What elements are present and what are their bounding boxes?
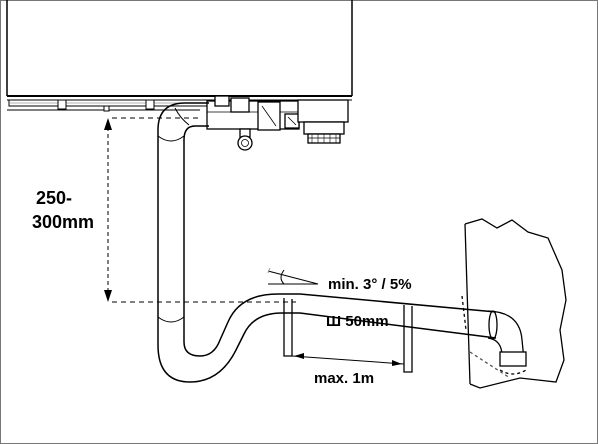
- max-distance-dimension: [291, 353, 405, 366]
- height-dimension: [104, 117, 296, 303]
- drain-hose: [157, 102, 497, 383]
- pipe-clamps: [283, 298, 413, 373]
- max-distance-label: max. 1m: [314, 370, 375, 387]
- wall-section: [461, 218, 567, 389]
- height-label-bottom: 300mm: [32, 212, 95, 232]
- slope-indicator: [267, 267, 319, 285]
- wall-drain-elbow: [487, 310, 527, 375]
- diameter-label: Ш 50mm: [326, 313, 389, 330]
- drain-pump-assembly: [206, 95, 349, 151]
- slope-label: min. 3° / 5%: [328, 276, 412, 293]
- appliance-body: [6, 0, 353, 112]
- height-label-top: 250-: [36, 188, 73, 208]
